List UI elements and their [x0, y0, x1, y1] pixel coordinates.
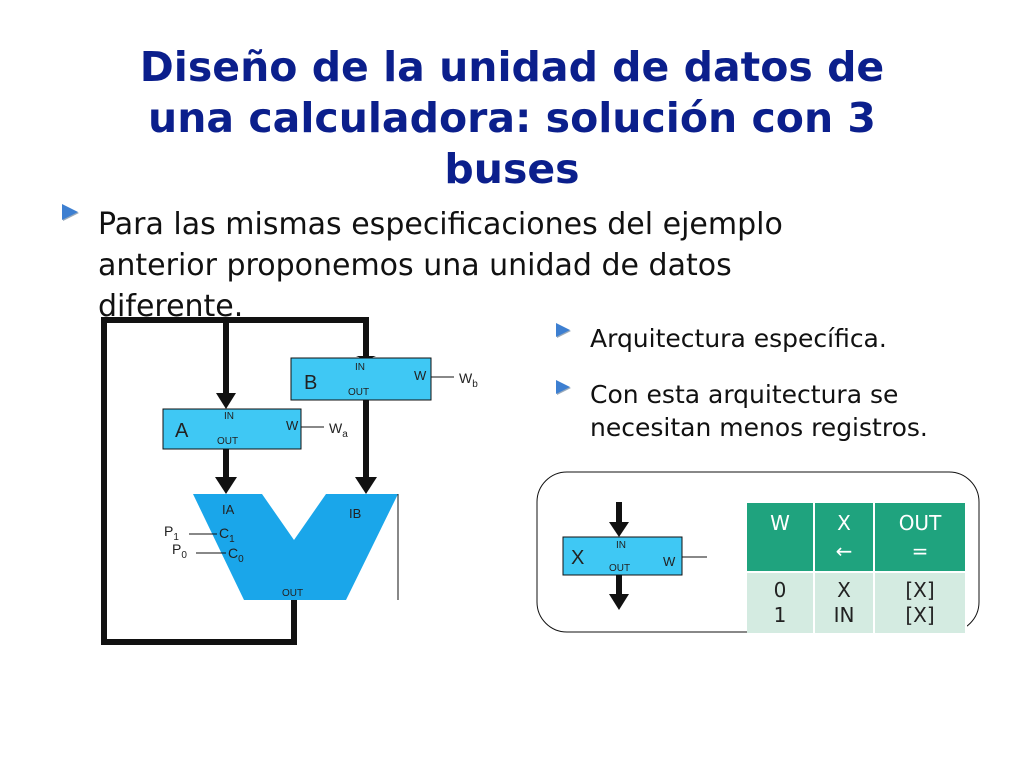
- register-a-w-port: W: [286, 418, 299, 433]
- bullet-arrow-icon: [556, 380, 570, 394]
- alu-ia-label: IA: [222, 502, 235, 517]
- main-bullet-line-1: Para las mismas especificaciones del eje…: [98, 207, 783, 242]
- register-truth-table: W X ← OUT = 0 1 X IN [X] [X]: [747, 503, 967, 633]
- alu-ib-label: IB: [349, 506, 361, 521]
- cell-out: [X] [X]: [874, 571, 967, 633]
- alu: [193, 494, 398, 600]
- bullet-arrow-icon: [556, 323, 570, 337]
- register-a-in-label: IN: [224, 411, 234, 422]
- arrow-down-icon: [609, 594, 629, 610]
- register-b: [290, 357, 432, 401]
- table-row: 0 1 X IN [X] [X]: [747, 571, 967, 633]
- side-bullet-2: Con esta arquitectura se necesitan menos…: [590, 378, 928, 444]
- table-header-row: W X ← OUT =: [747, 503, 967, 572]
- alu-c0-label: C0: [228, 545, 244, 565]
- header-out-eq: OUT =: [874, 503, 967, 572]
- register-b-w-port: W: [414, 368, 427, 383]
- alu-c1-label: C1: [219, 525, 235, 545]
- header-w: W: [747, 503, 815, 572]
- p1-signal-label: P1: [164, 523, 179, 543]
- side-bullet-2-line-1: Con esta arquitectura se: [590, 380, 899, 409]
- register-a-name: A: [175, 420, 189, 442]
- alu-out-label: OUT: [282, 588, 303, 599]
- register-x-w-port: W: [663, 554, 676, 569]
- slide-title: Diseño de la unidad de datos de una calc…: [60, 42, 964, 195]
- register-a-out-label: OUT: [217, 436, 238, 447]
- arrow-down-icon: [609, 522, 629, 537]
- title-line-2: una calculadora: solución con 3: [148, 94, 876, 142]
- feedback-bus: [101, 317, 369, 645]
- register-x: [562, 536, 683, 576]
- register-x-out-label: OUT: [609, 563, 630, 574]
- register-a: [162, 408, 302, 450]
- title-line-1: Diseño de la unidad de datos de: [139, 43, 885, 91]
- title-line-3: buses: [444, 145, 580, 193]
- header-x-assign: X ←: [814, 503, 875, 572]
- main-bullet-line-2: anterior proponemos una unidad de datos: [98, 248, 732, 283]
- register-b-out-label: OUT: [348, 387, 369, 398]
- register-b-in-label: IN: [355, 362, 365, 373]
- arrow-down-icon: [216, 393, 236, 409]
- side-bullet-2-line-2: necesitan menos registros.: [590, 413, 928, 442]
- cell-w: 0 1: [747, 571, 815, 633]
- wb-signal-label: Wb: [459, 370, 478, 390]
- cell-x: X IN: [814, 571, 875, 633]
- bullet-arrow-icon: [62, 204, 78, 220]
- wa-signal-label: Wa: [329, 420, 348, 440]
- register-b-name: B: [304, 372, 317, 394]
- register-x-in-label: IN: [616, 540, 626, 551]
- register-x-name: X: [571, 547, 584, 569]
- arrow-down-icon: [215, 477, 237, 494]
- side-bullet-1-line-1: Arquitectura específica.: [590, 324, 887, 353]
- side-bullet-1: Arquitectura específica.: [590, 322, 887, 355]
- p0-signal-label: P0: [172, 541, 187, 561]
- arrow-down-icon: [355, 477, 377, 494]
